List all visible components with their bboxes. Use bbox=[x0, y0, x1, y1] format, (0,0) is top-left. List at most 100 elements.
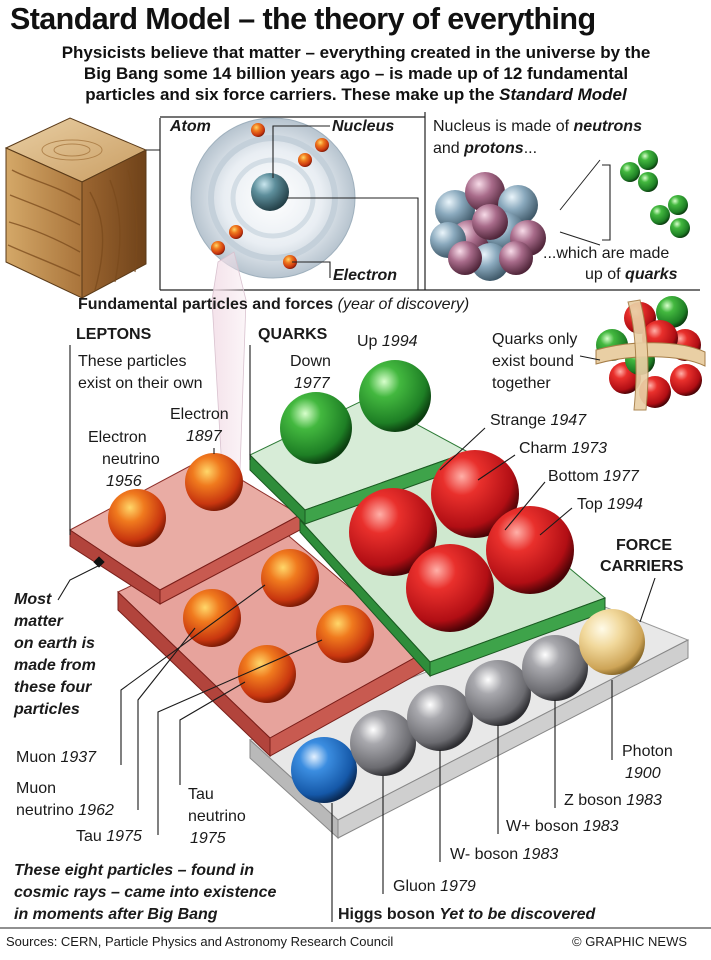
intro-em: Standard Model bbox=[499, 85, 627, 104]
strange-label: Strange 1947 bbox=[490, 412, 586, 430]
bound-line-3: together bbox=[492, 375, 551, 392]
quarks-word: quarks bbox=[625, 266, 678, 283]
w-plus-label: W+ boson 1983 bbox=[506, 818, 619, 836]
muon-ball bbox=[261, 549, 319, 607]
w-plus-ball bbox=[465, 660, 531, 726]
and-protons-line: and protons... bbox=[433, 140, 537, 158]
made-of-quarks-line-2: up of quarks bbox=[585, 266, 678, 284]
strange-year: 1947 bbox=[550, 412, 587, 429]
lepton-balls bbox=[108, 453, 374, 703]
top-label: Top 1994 bbox=[577, 496, 643, 514]
electron-year: 1897 bbox=[186, 428, 222, 445]
muon-neutrino-ball bbox=[183, 589, 241, 647]
electron-dot bbox=[211, 241, 225, 255]
atom-label: Atom bbox=[170, 118, 211, 135]
tau-neutrino-label-2: neutrino bbox=[188, 808, 246, 825]
nucleus-cluster bbox=[430, 172, 546, 281]
charm-year: 1973 bbox=[571, 440, 608, 457]
most-matter-line-3: on earth is bbox=[14, 635, 95, 652]
electron-dot bbox=[251, 123, 265, 137]
tau-label: Tau 1975 bbox=[76, 828, 142, 846]
most-matter-line-6: particles bbox=[14, 701, 80, 718]
page-title: Standard Model – the theory of everythin… bbox=[10, 2, 596, 36]
quark-balls bbox=[280, 360, 574, 632]
section-heading-text: Fundamental particles and forces bbox=[78, 296, 334, 313]
higgs-label: Higgs boson Yet to be discovered bbox=[338, 906, 595, 924]
tau-neutrino-year: 1975 bbox=[190, 830, 226, 847]
gluon-year: 1979 bbox=[440, 878, 476, 895]
protons-word: protons bbox=[464, 140, 524, 157]
strange-quark-ball bbox=[349, 488, 437, 576]
z-boson-name: Z boson bbox=[564, 792, 622, 809]
w-minus-year: 1983 bbox=[522, 846, 559, 863]
higgs-ball bbox=[291, 737, 357, 803]
leptons-heading: LEPTONS bbox=[76, 326, 152, 343]
top-year: 1994 bbox=[607, 496, 643, 513]
section-heading-note: (year of discovery) bbox=[337, 296, 470, 313]
quark-triplets bbox=[620, 150, 690, 238]
muon-neutrino-label-1: Muon bbox=[16, 780, 57, 797]
bottom-name: Bottom bbox=[548, 468, 599, 485]
made-of-quarks-line-1: ...which are made bbox=[543, 245, 670, 262]
muon-name: Muon bbox=[16, 749, 57, 766]
force-heading-2: CARRIERS bbox=[600, 558, 684, 575]
charm-quark-ball bbox=[431, 450, 519, 538]
boson-balls bbox=[291, 609, 645, 803]
down-label: Down bbox=[290, 353, 331, 370]
strange-name: Strange bbox=[490, 412, 547, 429]
gluon-ball bbox=[350, 710, 416, 776]
electron-dot bbox=[298, 153, 312, 167]
bottom-label: Bottom 1977 bbox=[548, 468, 639, 486]
muon-neutrino-name: neutrino bbox=[16, 802, 74, 819]
electron-dot bbox=[229, 225, 243, 239]
most-matter-line-1: Most bbox=[14, 591, 52, 608]
intro-line-2: Big Bang some 14 billion years ago – is … bbox=[83, 64, 629, 83]
photon-ball bbox=[579, 609, 645, 675]
and-word: and bbox=[433, 140, 460, 157]
tau-ball bbox=[316, 605, 374, 663]
intro-paragraph: Physicists believe that matter – everyth… bbox=[8, 42, 704, 105]
z-boson-year: 1983 bbox=[626, 792, 662, 809]
force-heading-1: FORCE bbox=[616, 537, 672, 554]
z-boson-label: Z boson 1983 bbox=[564, 792, 662, 810]
electron-neutrino-ball bbox=[108, 489, 166, 547]
eight-particles-line-2: cosmic rays – came into existence bbox=[14, 884, 277, 901]
nucleus-made-of-line: Nucleus is made of neutrons bbox=[433, 118, 642, 136]
lepton-platform bbox=[69, 457, 426, 758]
up-label: Up 1994 bbox=[357, 333, 418, 351]
electron-neutrino-label-2: neutrino bbox=[102, 451, 160, 468]
higgs-name: Higgs boson bbox=[338, 906, 435, 923]
electron-label: Electron bbox=[170, 406, 229, 423]
charm-label: Charm 1973 bbox=[519, 440, 607, 458]
down-year: 1977 bbox=[294, 375, 330, 392]
intro-line-3-text: particles and six force carriers. These … bbox=[85, 85, 495, 104]
neutrons-word: neutrons bbox=[573, 118, 642, 135]
w-plus-year: 1983 bbox=[582, 818, 619, 835]
electron-atom-label: Electron bbox=[333, 267, 398, 284]
electron-ball bbox=[185, 453, 243, 511]
most-matter-line-4: made from bbox=[14, 657, 96, 674]
bound-quarks-bundle bbox=[595, 296, 706, 411]
tau-year: 1975 bbox=[106, 828, 142, 845]
atom-illustration bbox=[190, 117, 356, 279]
top-quark-ball bbox=[486, 506, 574, 594]
leptons-desc-2: exist on their own bbox=[78, 375, 203, 392]
sources-credit: Sources: CERN, Particle Physics and Astr… bbox=[6, 934, 394, 949]
higgs-note: Yet to be discovered bbox=[439, 906, 596, 923]
most-matter-line-2: matter bbox=[14, 613, 63, 630]
eight-particles-line-3: in moments after Big Bang bbox=[14, 906, 218, 923]
leptons-desc-1: These particles bbox=[78, 353, 187, 370]
eight-particles-line-1: These eight particles – found in bbox=[14, 862, 255, 879]
electron-dot bbox=[315, 138, 329, 152]
w-minus-name: W- boson bbox=[450, 846, 519, 863]
bound-line-1: Quarks only bbox=[492, 331, 578, 348]
intro-line-3: particles and six force carriers. These … bbox=[8, 84, 704, 105]
wood-cube-illustration bbox=[4, 117, 148, 299]
tau-neutrino-ball bbox=[238, 645, 296, 703]
bound-line-2: exist bound bbox=[492, 353, 574, 370]
charm-name: Charm bbox=[519, 440, 568, 457]
photon-label: Photon bbox=[622, 743, 673, 760]
graphic-news-credit: © GRAPHIC NEWS bbox=[572, 934, 688, 949]
